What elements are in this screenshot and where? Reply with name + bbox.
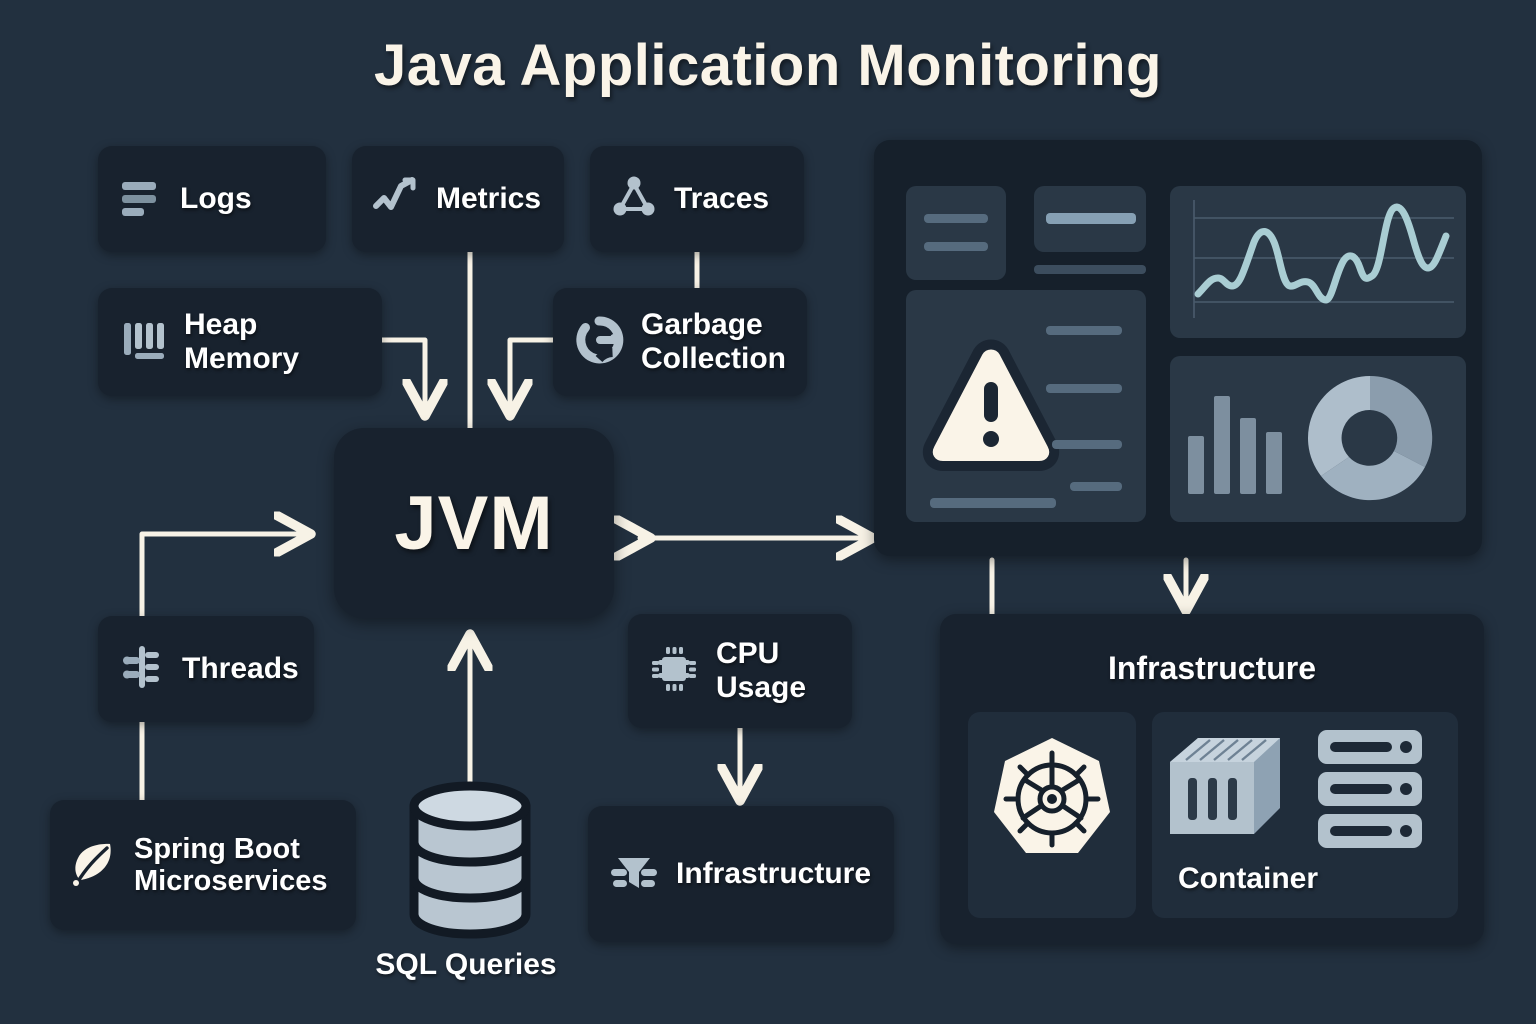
memory-bars-icon: [118, 315, 168, 370]
card-garbage-collection[interactable]: Garbage Collection: [553, 288, 807, 396]
alert-line: [930, 498, 1056, 508]
container-box-icon: [1170, 738, 1280, 834]
warning-triangle-icon: [922, 339, 1060, 471]
logs-lines-icon: [118, 174, 164, 225]
card-threads[interactable]: Threads: [98, 616, 314, 722]
line-chart-panel: [1170, 186, 1466, 338]
card-cpu-usage[interactable]: CPU Usage: [628, 614, 852, 728]
alert-panel: [906, 290, 1146, 522]
donut-chart: [1307, 375, 1433, 501]
stat-bar: [1034, 265, 1146, 274]
card-infrastructure[interactable]: Infrastructure: [588, 806, 894, 942]
card-label: CPU Usage: [716, 637, 807, 704]
alert-line: [1046, 326, 1122, 335]
sql-queries-label: SQL Queries: [375, 948, 557, 981]
alert-line: [1046, 384, 1122, 393]
stat-card-1: [906, 186, 1006, 280]
cpu-chip-icon: [648, 643, 700, 700]
card-label: Heap Memory: [184, 308, 300, 375]
stat-bar: [1046, 213, 1136, 224]
bar-chart: [1188, 396, 1282, 494]
card-label: Garbage Collection: [641, 308, 787, 375]
line-chart-icon: [372, 174, 420, 225]
kubernetes-subpanel[interactable]: [968, 712, 1136, 918]
kubernetes-helm-icon: [994, 738, 1110, 853]
card-label: Spring Boot Microservices: [134, 832, 328, 897]
threads-branch-icon: [118, 642, 166, 697]
server-rack-icon: [1318, 730, 1422, 848]
database-cylinder-icon: [409, 781, 531, 939]
card-label: Metrics: [436, 182, 542, 216]
funnel-icon: [608, 846, 660, 903]
sql-database-node[interactable]: [404, 780, 536, 940]
jvm-node[interactable]: JVM: [334, 428, 614, 618]
stat-bar: [924, 242, 988, 251]
card-label: Infrastructure: [676, 857, 872, 891]
container-label: Container: [1178, 862, 1319, 895]
container-subpanel[interactable]: Container: [1152, 712, 1458, 918]
card-label: Threads: [182, 652, 299, 686]
line-chart: [1193, 200, 1454, 318]
page-title: Java Application Monitoring: [374, 33, 1162, 98]
infrastructure-title: Infrastructure: [1107, 650, 1317, 686]
trace-graph-icon: [610, 174, 658, 225]
card-heap-memory[interactable]: Heap Memory: [98, 288, 382, 396]
alert-line: [1052, 440, 1122, 449]
card-traces[interactable]: Traces: [590, 146, 804, 252]
bar-donut-panel: [1170, 356, 1466, 522]
infrastructure-panel[interactable]: Infrastructure: [940, 614, 1484, 944]
spring-leaf-icon: [66, 836, 120, 895]
jvm-label: JVM: [394, 480, 554, 566]
refresh-cycle-icon: [573, 314, 625, 371]
alert-line: [1070, 482, 1122, 491]
stat-card-2: [1034, 186, 1146, 252]
stat-bar: [924, 214, 988, 223]
card-logs[interactable]: Logs: [98, 146, 326, 252]
dashboard-panel[interactable]: [874, 140, 1482, 556]
card-spring-boot[interactable]: Spring Boot Microservices: [50, 800, 356, 930]
card-label: Logs: [180, 182, 252, 216]
bar-and-donut-charts: [1188, 375, 1433, 501]
card-label: Traces: [674, 182, 770, 216]
card-metrics[interactable]: Metrics: [352, 146, 564, 252]
